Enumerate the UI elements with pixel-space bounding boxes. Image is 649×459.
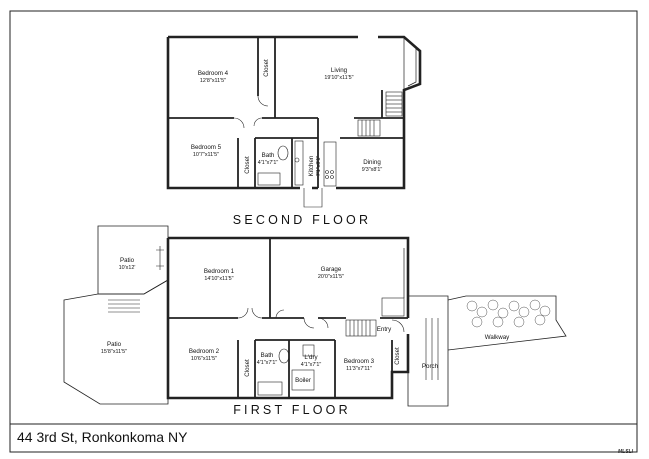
bedroom1-dims: 14'10"x11'5": [204, 276, 233, 282]
first-floor-stairs: [345, 297, 405, 337]
patio-upper-label: Patio: [120, 257, 135, 264]
living-dims: 19'10"x11'5": [324, 75, 353, 81]
second-floor-fixtures: [257, 140, 337, 187]
bay-window: [403, 37, 417, 90]
first-floor-fixtures: [257, 344, 315, 396]
porch-steps: [425, 318, 439, 380]
kitchen-label: Kitchen: [308, 155, 315, 176]
closet-b2-label: Closet: [244, 359, 251, 377]
bedroom1-label: Bedroom 1: [204, 268, 235, 275]
walkway-outline: [447, 295, 567, 351]
closet-upper-label: Closet: [263, 59, 270, 77]
bath2-dims: 4'1"x7'1": [258, 160, 279, 166]
bath1-label: Bath: [261, 352, 274, 359]
bath2-label: Bath: [262, 152, 275, 159]
bedroom4-label: Bedroom 4: [198, 70, 229, 77]
walkway-label: Walkway: [485, 334, 510, 341]
walkway-shrubs: [466, 299, 551, 328]
bedroom5-label: Bedroom 5: [191, 144, 222, 151]
porch-outline: [407, 295, 449, 407]
boiler-label: Boiler: [295, 377, 311, 384]
second-floor-stairs: [357, 91, 403, 137]
bedroom2-dims: 10'6"x11'5": [191, 356, 217, 362]
garage-dims: 20'0"x11'5": [318, 274, 344, 280]
garage-label: Garage: [321, 266, 342, 273]
bedroom4-dims: 12'8"x11'5": [200, 78, 226, 84]
first-floor-interior-walls: [168, 238, 408, 398]
laundry-dims: 4'1"x7'1": [301, 362, 322, 368]
bedroom2-label: Bedroom 2: [189, 348, 220, 355]
bedroom3-dims: 11'3"x7'11": [346, 366, 372, 372]
first-floor-doors: [237, 307, 405, 333]
laundry-label: L'dry: [304, 354, 318, 361]
patio-lower-label: Patio: [107, 341, 122, 348]
dining-label: Dining: [363, 159, 381, 166]
first-floor-plan: [63, 225, 567, 407]
bath1-dims: 4'1"x7'1": [257, 360, 278, 366]
patio-upper-dims: 10'x12': [119, 265, 136, 271]
closet-b3-label: Closet: [394, 347, 401, 365]
entry-label: Entry: [377, 326, 392, 333]
property-address: 44 3rd St, Ronkonkoma NY: [17, 429, 188, 445]
second-floor-plan: [166, 35, 422, 208]
bedroom5-dims: 10'7"x11'5": [193, 152, 219, 158]
first-floor-title: FIRST FLOOR: [233, 403, 351, 417]
second-floor-interior-walls: [168, 37, 404, 188]
bedroom3-label: Bedroom 3: [344, 358, 375, 365]
patio-stairs: [108, 246, 164, 313]
patio-lower-dims: 15'8"x11'5": [101, 349, 127, 355]
first-floor-outer-wall: [166, 236, 410, 400]
second-floor-title: SECOND FLOOR: [233, 213, 371, 227]
closet-lower-label: Closet: [244, 156, 251, 174]
kitchen-dims: 7'1"x8'1": [316, 156, 322, 177]
page-border: [9, 10, 638, 453]
second-floor-doors: [233, 95, 323, 208]
living-label: Living: [331, 67, 348, 74]
second-floor-outer-wall: [166, 35, 422, 190]
mls-watermark: MLSLI: [618, 449, 633, 455]
porch-label: Porch: [422, 363, 439, 370]
dining-dims: 9'3"x8'1": [362, 167, 383, 173]
